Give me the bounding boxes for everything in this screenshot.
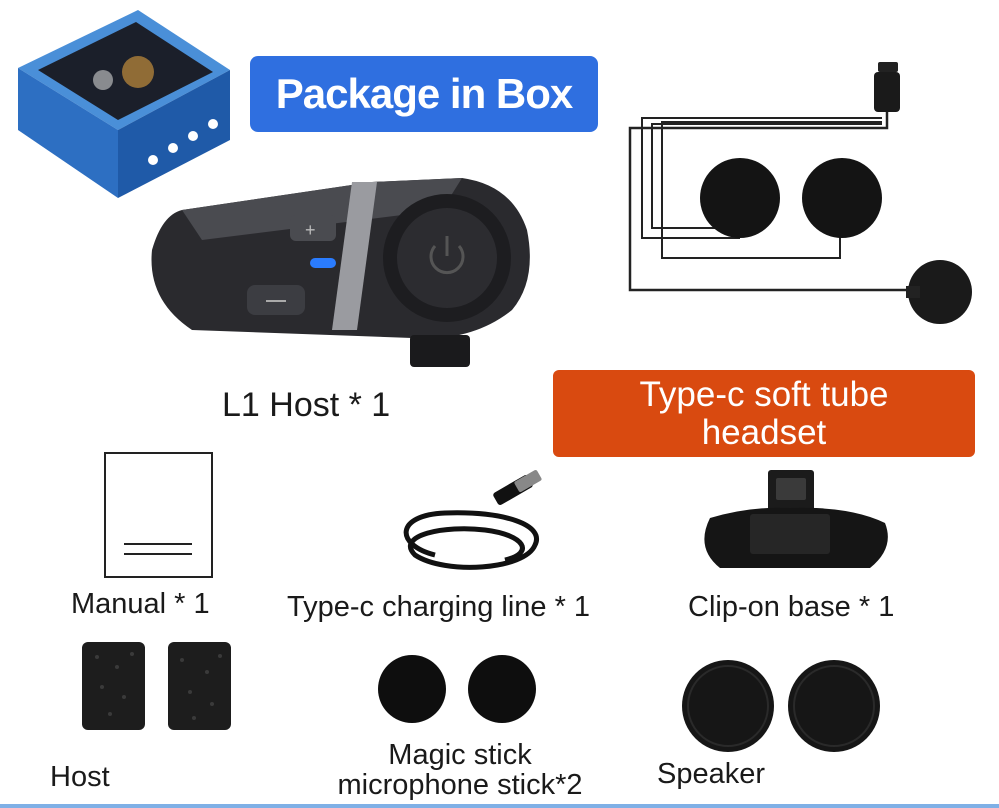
microphone-pads-image: [378, 655, 536, 723]
headset-image: [628, 62, 972, 324]
headset-banner: Type-c soft tube headset: [553, 370, 975, 457]
host-pads-image: [82, 642, 231, 730]
charging-line-label: Type-c charging line * 1: [287, 591, 591, 623]
clip-base-label: Clip-on base * 1: [688, 591, 895, 623]
speaker-label: Speaker: [657, 758, 766, 790]
clip-base-image: [704, 470, 888, 568]
manual-label: Manual * 1: [71, 588, 210, 620]
host-device-image: +: [151, 178, 530, 367]
package-title-banner: Package in Box: [250, 56, 598, 132]
speaker-pads-image: [682, 660, 880, 752]
microphone-label: Magic stick microphone stick*2: [300, 740, 620, 800]
host-label: L1 Host * 1: [222, 386, 391, 424]
headset-title-line2: headset: [701, 412, 827, 452]
svg-text:+: +: [305, 220, 316, 240]
host-pads-label: Host: [50, 761, 110, 793]
microphone-label-line2: microphone stick*2: [337, 769, 583, 801]
page-title: Package in Box: [275, 70, 573, 117]
microphone-label-line1: Magic stick: [388, 739, 532, 771]
bottom-border: [0, 804, 999, 808]
charging-cable-image: [403, 470, 542, 570]
manual-image: [104, 452, 213, 578]
headset-title-line1: Type-c soft tube: [639, 374, 889, 414]
product-box-image: [18, 10, 230, 198]
